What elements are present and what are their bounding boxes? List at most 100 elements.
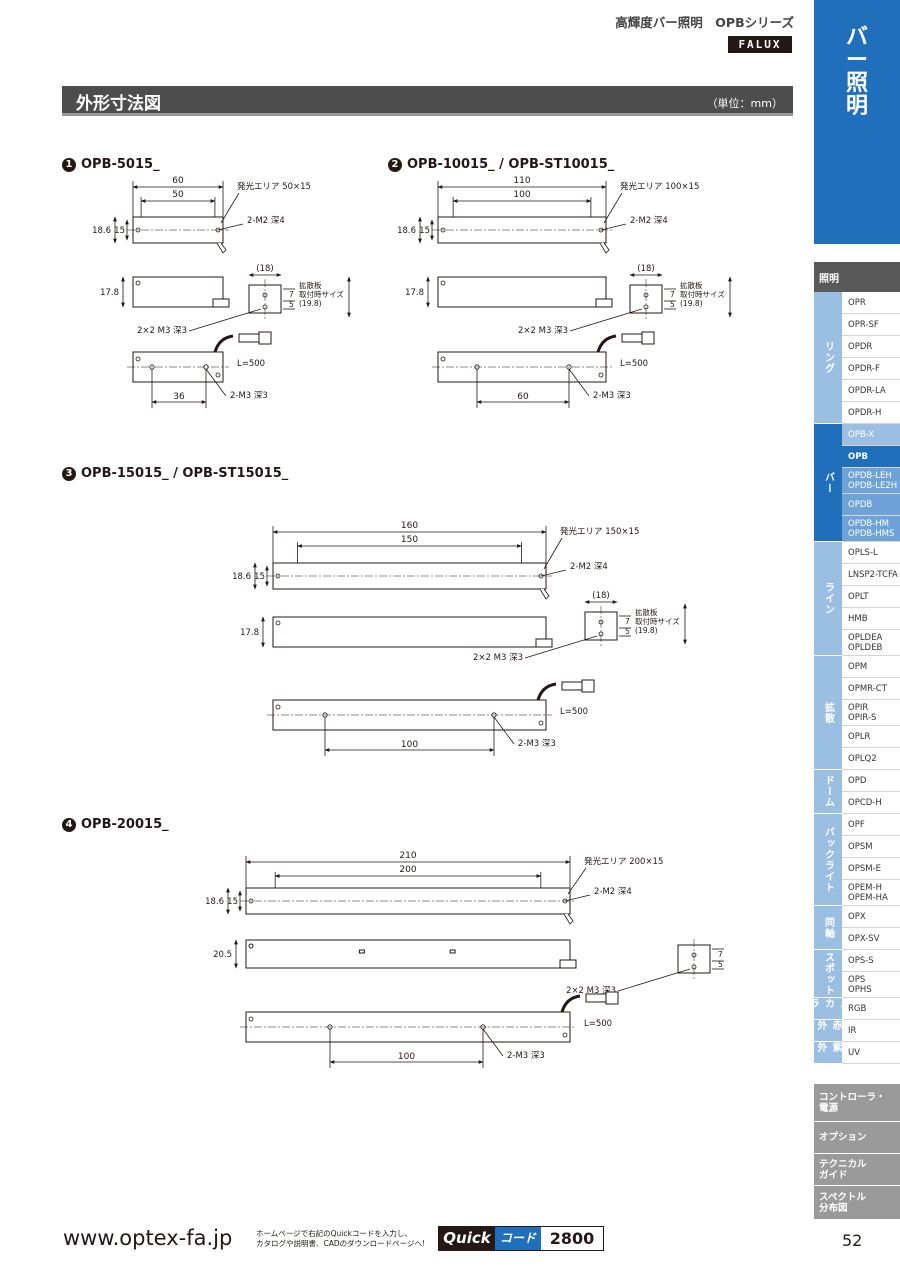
sidebar-section[interactable]: コントローラ・ 電源 xyxy=(814,1084,900,1122)
sidebar-section[interactable]: オプション xyxy=(814,1122,900,1154)
sidebar-item[interactable]: OPDB xyxy=(842,494,900,516)
hole xyxy=(135,280,141,286)
sidebar-item[interactable]: OPLS-L xyxy=(842,542,900,564)
sidebar-item-label: OPDB-LEH OPDB-LE2H xyxy=(848,470,898,491)
sidebar-item[interactable]: OPD xyxy=(842,770,900,792)
sidebar-item[interactable]: OPLT xyxy=(842,586,900,608)
category-tab[interactable]: バー照明 xyxy=(814,0,900,244)
diffuser-size-line: 拡散板 xyxy=(680,280,703,290)
offset-label-7: 7 xyxy=(289,290,294,299)
model-name: OPB-5015_ xyxy=(81,157,160,172)
m3-holes-label-b: 2-M3 深3 xyxy=(507,1051,545,1061)
diagram-title-4: 4 OPB-20015_ xyxy=(62,817,169,832)
model-name: OPB-10015_ / OPB-ST10015_ xyxy=(407,157,615,172)
cable-length-label: L=500 xyxy=(620,359,648,369)
offset-label-7: 7 xyxy=(625,617,630,626)
diagram-title-3: 3 OPB-15015_ / OPB-ST15015_ xyxy=(62,466,288,481)
m2-holes-label: 2-M2 深4 xyxy=(247,216,285,226)
hole xyxy=(562,898,568,904)
sidebar-section-label: テクニカル ガイド xyxy=(819,1158,867,1181)
elevation-view xyxy=(132,276,224,308)
m3-holes-label-b: 2-M3 深3 xyxy=(230,391,268,401)
sidebar-item[interactable]: OPMR-CT xyxy=(842,678,900,700)
diffuser-size-line: (19.8) xyxy=(680,299,703,308)
sidebar-item[interactable]: HMB xyxy=(842,608,900,630)
sidebar-item[interactable]: OPLQ2 xyxy=(842,748,900,770)
leader-line xyxy=(540,569,567,577)
sidebar-category: ライン xyxy=(814,542,842,656)
connector xyxy=(621,333,643,343)
sidebar-item-label: OPS-S xyxy=(848,955,874,966)
sidebar-item[interactable]: OPR-SF xyxy=(842,314,900,336)
pitch-label: 36 xyxy=(173,392,185,402)
pitch-label: 60 xyxy=(517,392,529,402)
hole xyxy=(248,943,254,949)
sidebar-item[interactable]: OPM xyxy=(842,656,900,678)
leader-line xyxy=(617,968,691,992)
sidebar-item[interactable]: OPLR xyxy=(842,726,900,748)
sidebar-item[interactable]: OPDR-LA xyxy=(842,380,900,402)
sidebar-item[interactable]: OPR xyxy=(842,292,900,314)
elevation-view xyxy=(437,276,607,308)
sidebar-item[interactable]: OPB xyxy=(842,446,900,468)
sidebar-section[interactable]: スペクトル 分布図 xyxy=(814,1186,900,1220)
cable xyxy=(213,334,234,353)
sidebar-item-label: LNSP2-TCFA xyxy=(848,569,898,580)
sidebar-item[interactable]: OPIR OPIR-S xyxy=(842,700,900,726)
cable xyxy=(560,994,581,1013)
sidebar-item[interactable]: LNSP2-TCFA xyxy=(842,564,900,586)
sidebar-item-label: OPDR xyxy=(848,341,873,352)
sidebar-item-label: RGB xyxy=(848,1003,867,1014)
m3-holes-label-b: 2-M3 深3 xyxy=(518,739,556,749)
sidebar-item[interactable]: OPSM xyxy=(842,836,900,858)
sidebar-item[interactable]: OPSM-E xyxy=(842,858,900,880)
website-url[interactable]: www.optex-fa.jp xyxy=(63,1226,233,1250)
sidebar-item[interactable]: OPLDEA OPLDEB xyxy=(842,630,900,656)
sidebar-section-label: オプション xyxy=(819,1132,867,1143)
sidebar-item[interactable]: OPCD-H xyxy=(842,792,900,814)
sidebar-item[interactable]: OPDR xyxy=(842,336,900,358)
sidebar-item[interactable]: UV xyxy=(842,1042,900,1064)
connector-head xyxy=(641,331,655,345)
number-badge: 2 xyxy=(388,157,402,172)
sidebar-item[interactable]: OPF xyxy=(842,814,900,836)
sidebar-item[interactable]: OPDB-LEH OPDB-LE2H xyxy=(842,468,900,494)
sidebar-item[interactable]: OPX xyxy=(842,906,900,928)
inner-length-label: 200 xyxy=(399,865,416,875)
sidebar-item[interactable]: OPS OPHS xyxy=(842,972,900,998)
cable-exit xyxy=(539,588,550,600)
sidebar-item[interactable]: OPS-S xyxy=(842,950,900,972)
connector xyxy=(561,681,583,691)
elevation-view xyxy=(245,939,571,969)
leader-line xyxy=(493,716,515,745)
hole xyxy=(248,898,254,904)
leader-line xyxy=(568,368,590,397)
sidebar-item[interactable]: OPDB-HM OPDB-HMS xyxy=(842,516,900,542)
sidebar-item[interactable]: OPX-SV xyxy=(842,928,900,950)
sidebar-item[interactable]: OPDR-F xyxy=(842,358,900,380)
leader-line xyxy=(564,894,591,902)
leader-line xyxy=(524,635,598,659)
connector xyxy=(585,993,607,1003)
sidebar-item[interactable]: OPB-X xyxy=(842,424,900,446)
sidebar-section-label: スペクトル 分布図 xyxy=(819,1191,866,1214)
cable-length-label: L=500 xyxy=(584,1019,612,1029)
sidebar-item[interactable]: OPEM-H OPEM-HA xyxy=(842,880,900,906)
sidebar-section[interactable]: テクニカル ガイド xyxy=(814,1154,900,1186)
offset-label-7: 7 xyxy=(718,950,723,959)
sidebar-item-label: OPR xyxy=(848,297,866,308)
sidebar-item[interactable]: OPDR-H xyxy=(842,402,900,424)
diffuser-size-line: 拡散板 xyxy=(635,607,658,617)
hole xyxy=(135,227,141,233)
sidebar-item[interactable]: IR xyxy=(842,1020,900,1042)
sidebar-item-label: OPDB xyxy=(848,499,873,510)
category-tab-label: バー照明 xyxy=(845,25,868,119)
sidebar-item-label: OPS OPHS xyxy=(848,974,872,995)
sidebar-item[interactable]: RGB xyxy=(842,998,900,1020)
diagram-title-2: 2 OPB-10015_ / OPB-ST10015_ xyxy=(388,157,614,172)
sidebar-category-label: リング xyxy=(822,341,834,374)
slot xyxy=(358,949,365,954)
total-length-label: 60 xyxy=(172,176,184,186)
hole xyxy=(440,227,446,233)
